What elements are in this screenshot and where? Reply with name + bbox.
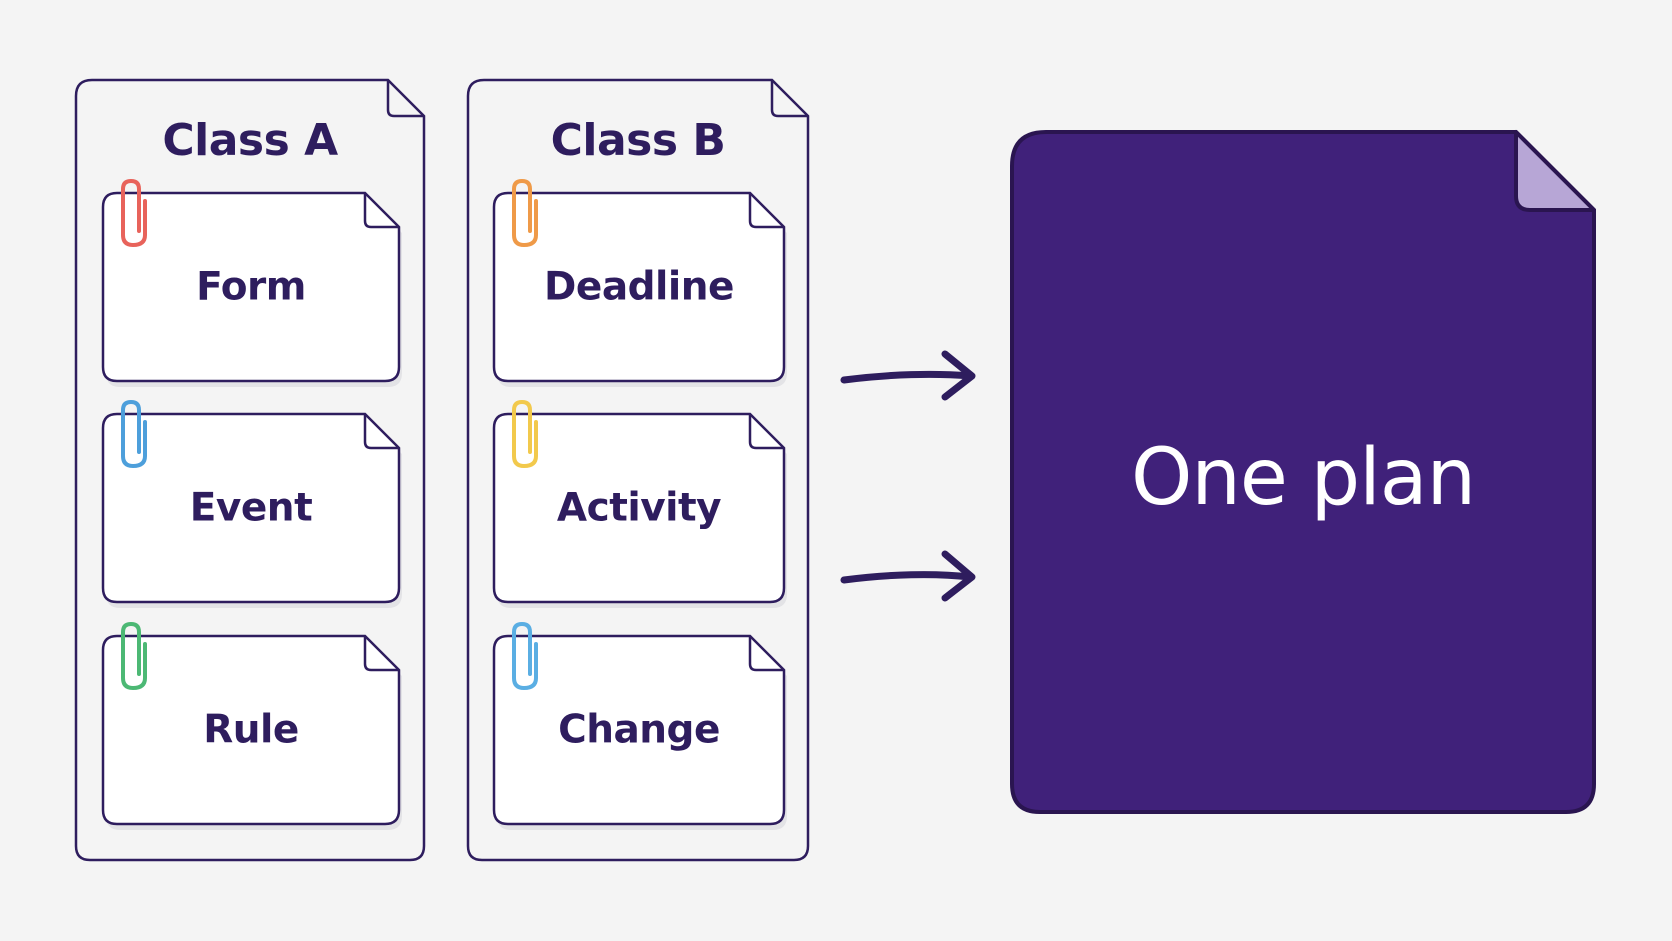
paperclip-icon — [121, 400, 147, 468]
card-label: Event — [189, 485, 313, 531]
plan-document — [1010, 130, 1596, 814]
class-b-panel — [466, 78, 810, 862]
card-outline — [101, 412, 401, 604]
arrow-right-icon — [840, 550, 976, 602]
card-rule — [101, 622, 402, 830]
card-outline — [492, 634, 786, 826]
card-activity — [492, 400, 787, 608]
plan-label: One plan — [1130, 433, 1476, 523]
card-fold — [748, 636, 784, 672]
paperclip-icon — [121, 622, 147, 690]
panel-fold — [770, 80, 808, 118]
panel-outline — [74, 78, 426, 862]
card-fold — [363, 193, 399, 229]
class-title: Class A — [162, 115, 338, 166]
paperclip-icon — [512, 179, 538, 247]
card-label: Activity — [556, 485, 722, 531]
card-outline — [492, 191, 786, 383]
card-label: Change — [558, 707, 720, 753]
card-outline — [492, 412, 786, 604]
card-fold — [748, 193, 784, 229]
panel-fold — [386, 80, 424, 118]
paperclip-icon — [121, 179, 147, 247]
paperclip-icon — [512, 622, 538, 690]
card-label: Deadline — [543, 264, 735, 310]
card-label: Rule — [203, 707, 299, 753]
card-outline — [101, 634, 401, 826]
class-a-panel — [74, 78, 426, 862]
card-fold — [748, 414, 784, 450]
card-deadline — [492, 179, 787, 387]
card-fold — [363, 636, 399, 672]
card-change — [492, 622, 787, 830]
paperclip-icon — [512, 400, 538, 468]
card-event — [101, 400, 402, 608]
arrow-right-icon — [840, 350, 976, 401]
card-label: Form — [196, 264, 306, 310]
card-fold — [363, 414, 399, 450]
card-outline — [101, 191, 401, 383]
card-form — [101, 179, 402, 387]
panel-outline — [466, 78, 810, 862]
class-title: Class B — [550, 115, 726, 166]
